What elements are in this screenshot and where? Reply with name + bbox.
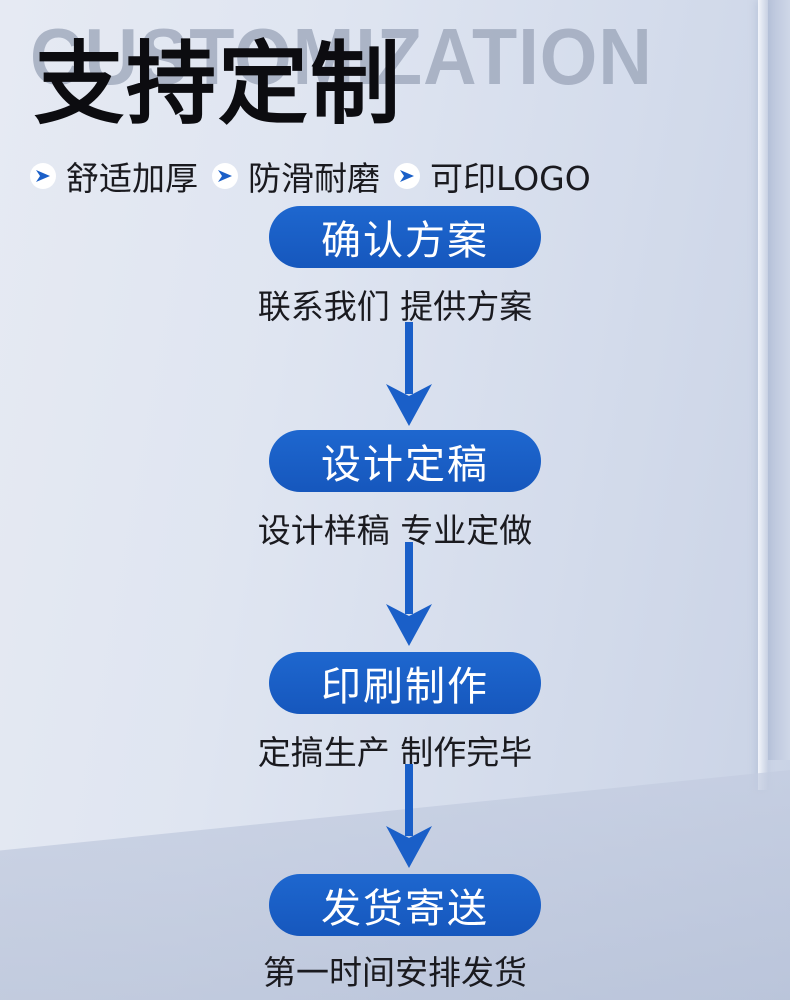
chevron-right-icon (394, 163, 420, 189)
background-wall-edge (768, 0, 790, 760)
chevron-right-icon (212, 163, 238, 189)
step-title-pill: 确认方案 (269, 206, 541, 268)
chevron-right-icon (30, 163, 56, 189)
feature-label: 可印LOGO (430, 159, 591, 198)
watermark-text: CUSTOMIZATION (30, 11, 653, 102)
feature-item: 舒适加厚 (30, 152, 198, 200)
step-description: 联系我们 提供方案 (257, 287, 533, 326)
step-description: 第一时间安排发货 (263, 953, 527, 992)
step-title-pill: 发货寄送 (269, 874, 541, 936)
arrow-down-icon (386, 322, 432, 426)
page-title: 支持定制 (34, 32, 402, 137)
background-wall-pillar (758, 0, 768, 790)
arrow-down-icon (386, 542, 432, 646)
feature-list: 舒适加厚 防滑耐磨 可印LOGO (30, 152, 605, 200)
arrow-down-icon (386, 764, 432, 868)
step-description: 设计样稿 专业定做 (257, 511, 533, 550)
feature-item: 可印LOGO (394, 152, 591, 200)
feature-label: 防滑耐磨 (248, 159, 380, 198)
feature-item: 防滑耐磨 (212, 152, 380, 200)
step-description: 定搞生产 制作完毕 (257, 733, 533, 772)
step-title-pill: 设计定稿 (269, 430, 541, 492)
feature-label: 舒适加厚 (66, 159, 198, 198)
step-title-pill: 印刷制作 (269, 652, 541, 714)
